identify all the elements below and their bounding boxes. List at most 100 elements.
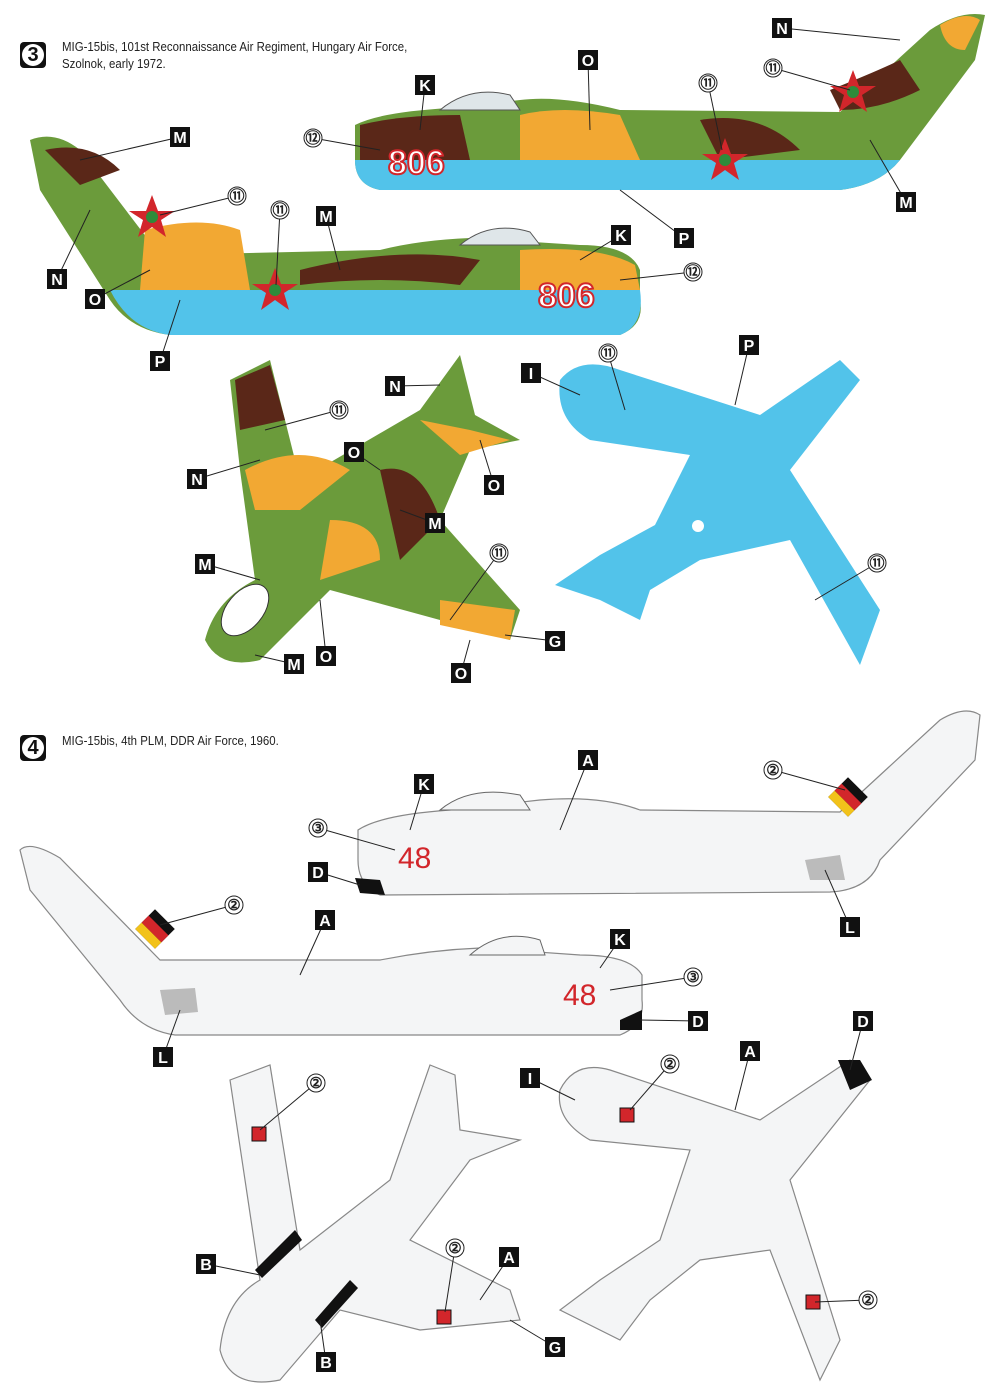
scheme4-profile-right-side: 48 xyxy=(19,845,643,1036)
color-callout-circle xyxy=(224,895,244,915)
leader-line xyxy=(629,1063,671,1111)
callout-label: B xyxy=(320,1355,332,1372)
leader-line xyxy=(772,67,851,91)
callout-D: D xyxy=(639,1011,708,1031)
scheme-number: 4 xyxy=(22,737,44,759)
callout-label: ⑪ xyxy=(700,74,715,92)
color-callout-box xyxy=(772,18,792,38)
callout-K: K xyxy=(599,929,630,969)
color-callout-circle xyxy=(308,818,328,838)
callout-label: A xyxy=(319,913,331,930)
leader-line xyxy=(869,139,907,203)
color-callout-circle xyxy=(763,58,783,78)
callout-label: K xyxy=(418,777,430,794)
color-callout-box xyxy=(740,1041,760,1061)
color-callout-box xyxy=(674,228,694,248)
scheme3-profile-left-side: 806 xyxy=(355,14,985,190)
callout-label: K xyxy=(614,932,626,949)
color-callout-box xyxy=(170,127,190,147)
side-code-48: 48 xyxy=(563,979,596,1012)
leader-line xyxy=(814,562,878,601)
callout-O: O xyxy=(316,599,336,666)
callout-label: O xyxy=(488,478,500,495)
callout-label: D xyxy=(857,1014,869,1031)
color-callout-box xyxy=(414,774,434,794)
callout-label: ② xyxy=(309,1075,322,1092)
scheme4-top-view xyxy=(219,1064,523,1383)
callout-label: M xyxy=(287,657,300,674)
callout-②: ② xyxy=(259,1073,326,1131)
callout-⑪: ⑪ xyxy=(763,58,851,91)
callout-label: D xyxy=(692,1014,704,1031)
callout-M: M xyxy=(195,554,261,581)
callout-N: N xyxy=(187,459,261,489)
callout-label: B xyxy=(200,1257,212,1274)
callout-label: ⑪ xyxy=(272,201,287,219)
leader-line xyxy=(587,59,591,131)
color-callout-box xyxy=(610,929,630,949)
callout-label: O xyxy=(582,53,594,70)
color-callout-box xyxy=(688,1011,708,1031)
callout-label: ⑪ xyxy=(331,401,346,419)
callout-label: ⑪ xyxy=(229,187,244,205)
color-callout-circle xyxy=(867,553,887,573)
scheme-number: 3 xyxy=(22,44,44,66)
color-callout-box xyxy=(840,917,860,937)
color-callout-box xyxy=(415,75,435,95)
callout-label: K xyxy=(615,228,627,245)
leader-line xyxy=(56,209,91,280)
scheme-3-number-badge: 3 xyxy=(20,42,46,68)
scheme4-profile-left-side: 48 xyxy=(355,710,981,896)
color-callout-circle xyxy=(445,1238,465,1258)
callout-P: P xyxy=(734,335,759,406)
color-callout-box xyxy=(47,269,67,289)
callout-label: P xyxy=(744,338,755,355)
callout-K: K xyxy=(579,225,631,261)
callout-label: O xyxy=(89,292,101,309)
scheme3-top-view xyxy=(205,355,520,663)
color-callout-circle xyxy=(763,760,783,780)
color-callout-box xyxy=(195,554,215,574)
callout-⑫: ⑫ xyxy=(303,128,381,151)
side-code-806: 806 xyxy=(538,277,595,315)
color-callout-box xyxy=(425,513,445,533)
callout-label: ② xyxy=(663,1056,676,1073)
side-code-48: 48 xyxy=(398,842,431,875)
color-callout-box xyxy=(545,631,565,651)
callout-label: A xyxy=(744,1044,756,1061)
callout-②: ② xyxy=(814,1290,878,1310)
color-callout-circle xyxy=(303,128,323,148)
color-callout-circle xyxy=(683,967,703,987)
caption-line: MIG-15bis, 101st Reconnaissance Air Regi… xyxy=(62,39,408,54)
color-callout-box xyxy=(284,654,304,674)
callout-label: A xyxy=(503,1250,515,1267)
callout-⑪: ⑪ xyxy=(159,186,247,216)
color-callout-box xyxy=(315,910,335,930)
color-callout-box xyxy=(196,1254,216,1274)
callout-label: O xyxy=(348,445,360,462)
callout-O: O xyxy=(578,50,598,131)
callout-O: O xyxy=(85,269,151,309)
color-callout-box xyxy=(308,862,328,882)
color-callout-circle xyxy=(270,200,290,220)
callout-B: B xyxy=(196,1254,261,1276)
callout-label: L xyxy=(845,920,855,937)
scheme4-bottom-view xyxy=(558,1059,872,1382)
color-callout-box xyxy=(85,289,105,309)
leader-line xyxy=(449,552,500,621)
color-callout-box xyxy=(316,646,336,666)
color-callout-box xyxy=(578,50,598,70)
scheme3-bottom-view xyxy=(555,360,880,665)
callout-label: M xyxy=(173,130,186,147)
callout-I: I xyxy=(520,1068,576,1101)
leader-line xyxy=(559,759,589,831)
leader-line xyxy=(317,827,396,851)
side-code-806: 806 xyxy=(388,144,445,182)
color-callout-box xyxy=(484,475,504,495)
leader-line xyxy=(772,769,846,791)
leader-line xyxy=(159,904,235,926)
callout-O: O xyxy=(344,442,381,471)
color-callout-circle xyxy=(306,1073,326,1093)
